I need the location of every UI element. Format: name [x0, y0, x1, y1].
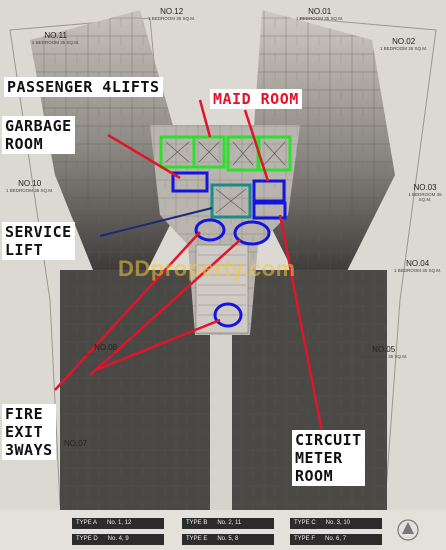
legend-type-b-units: No. 2, 11 — [217, 520, 242, 526]
maid-room-box — [252, 179, 286, 203]
legend-type-a: TYPE A No. 1, 12 — [72, 518, 164, 529]
legend-type-b-name: TYPE B — [186, 520, 208, 526]
unit-label-no08: NO.08 1 BEDROOM 35 SQ.M. — [82, 343, 130, 358]
unit-label-no02: NO.02 1 BEDROOM 35 SQ.M. — [380, 37, 428, 52]
unit-no11-sub: 1 BEDROOM 35 SQ.M. — [32, 39, 80, 45]
fire-exit-ellipses — [194, 218, 271, 328]
unit-label-no05: NO.05 1 BEDROOM 35 SQ.M. — [360, 345, 408, 360]
legend-type-a-name: TYPE A — [76, 520, 98, 526]
unit-label-no01: NO.01 1 BEDROOM 35 SQ.M. — [296, 7, 344, 22]
unit-no01-sub: 1 BEDROOM 35 SQ.M. — [296, 15, 344, 21]
label-maid-room: MAID ROOM — [210, 89, 302, 109]
unit-no12-text: NO.12 — [160, 7, 184, 16]
legend-type-d: TYPE D No. 4, 9 — [72, 534, 164, 545]
legend-type-a-units: No. 1, 12 — [107, 520, 132, 526]
legend-type-d-name: TYPE D — [76, 536, 98, 542]
unit-no03-text: NO.03 — [413, 183, 437, 192]
unit-no08-text: NO.08 — [94, 343, 118, 352]
unit-no07-text: NO.07 — [64, 439, 88, 448]
unit-no10-text: NO.10 — [18, 179, 42, 188]
label-garbage-room: GARBAGE ROOM — [2, 116, 75, 154]
unit-label-no04: NO.04 1 BEDROOM 35 SQ.M. — [394, 259, 442, 274]
legend-type-f-units: No. 6, 7 — [325, 536, 347, 542]
unit-no01-text: NO.01 — [308, 7, 332, 16]
pointer-lines-navy — [99, 207, 213, 237]
service-lift-box — [210, 183, 252, 219]
circuit-meter-room-box — [252, 201, 287, 220]
unit-no11-text: NO.11 — [44, 31, 67, 40]
unit-label-no12: NO.12 1 BEDROOM 35 SQ.M. — [148, 7, 196, 22]
legend-type-c-units: No. 3, 10 — [325, 520, 351, 526]
legend-type-f: TYPE F No. 6, 7 — [290, 534, 382, 545]
garbage-room-box — [171, 171, 209, 193]
legend-type-e-units: No. 5, 8 — [217, 536, 239, 542]
label-service-lift: SERVICE LIFT — [2, 222, 75, 260]
label-passenger-lifts: PASSENGER 4LIFTS — [4, 77, 163, 97]
unit-no04-text: NO.04 — [406, 259, 430, 268]
unit-no02-text: NO.02 — [392, 37, 416, 46]
unit-no03-sub: 1 BEDROOM 35 SQ.M. — [408, 191, 442, 202]
unit-no05-text: NO.05 — [372, 345, 396, 354]
label-circuit-meter-room: CIRCUIT METER ROOM — [292, 430, 365, 486]
north-compass — [397, 519, 419, 541]
watermark-text: DDproperty.com — [118, 256, 296, 281]
unit-label-no11: NO.11 1 BEDROOM 35 SQ.M. — [32, 31, 80, 46]
courtyard-gap — [210, 335, 232, 510]
legend-type-f-name: TYPE F — [294, 536, 316, 542]
legend-type-b: TYPE B No. 2, 11 — [182, 518, 274, 529]
legend-type-d-units: No. 4, 9 — [107, 536, 129, 542]
unit-label-no10: NO.10 1 BEDROOM 35 SQ.M. — [6, 179, 54, 194]
legend-type-e-name: TYPE E — [186, 536, 208, 542]
unit-no02-sub: 1 BEDROOM 35 SQ.M. — [380, 45, 428, 51]
unit-no08-sub: 1 BEDROOM 35 SQ.M. — [82, 351, 130, 357]
unit-no05-sub: 1 BEDROOM 35 SQ.M. — [360, 353, 408, 359]
legend-type-c: TYPE C No. 3, 10 — [290, 518, 382, 529]
label-fire-exit: FIRE EXIT 3WAYS — [2, 404, 56, 460]
legend-type-c-name: TYPE C — [294, 520, 316, 526]
unit-label-no03: NO.03 1 BEDROOM 35 SQ.M. — [404, 183, 446, 203]
unit-no10-sub: 1 BEDROOM 35 SQ.M. — [6, 187, 54, 193]
unit-no04-sub: 1 BEDROOM 35 SQ.M. — [394, 267, 442, 273]
unit-no12-sub: 1 BEDROOM 35 SQ.M. — [148, 15, 196, 21]
legend-type-e: TYPE E No. 5, 8 — [182, 534, 274, 545]
pointer-lines-red — [54, 99, 324, 433]
unit-label-no07: NO.07 — [64, 439, 88, 449]
